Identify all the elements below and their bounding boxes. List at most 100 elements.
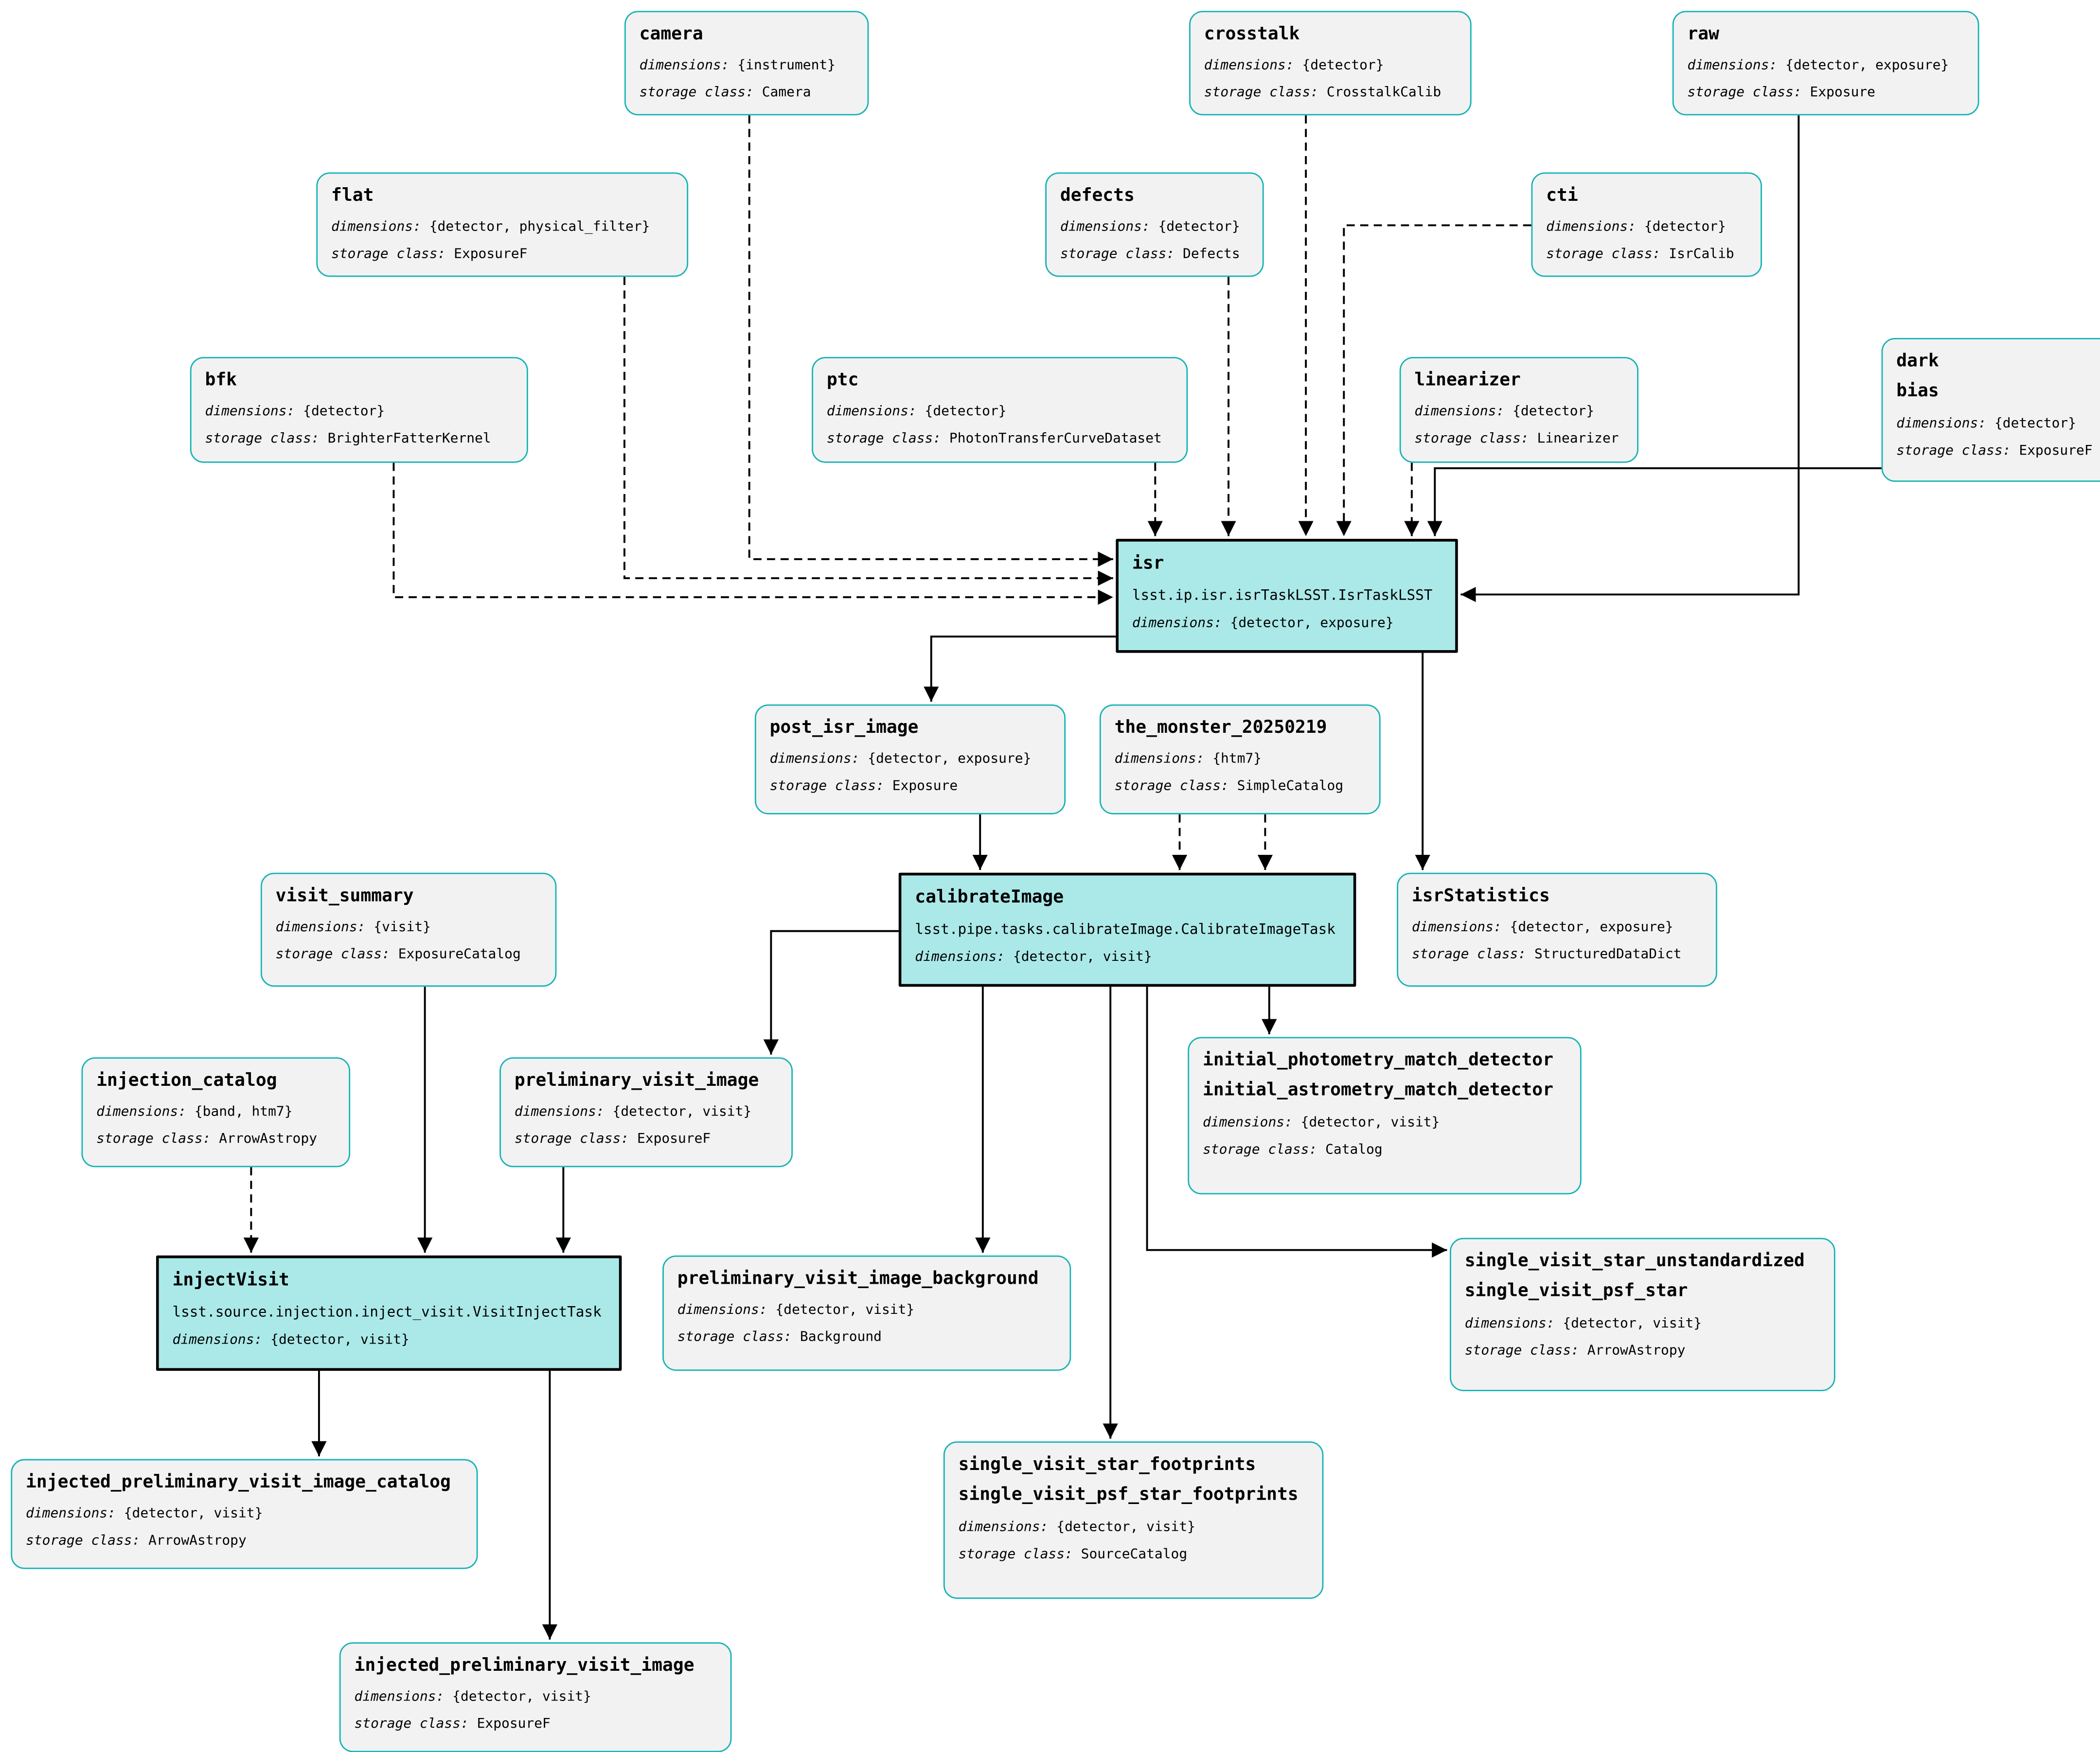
node-title: defects (1060, 186, 1135, 207)
edge-isr-to-post_isr_image (924, 636, 1116, 702)
field-label: storage class: (1896, 443, 2011, 459)
node-field: dimensions: {detector} (827, 405, 1173, 420)
node-field: dimensions: {detector, exposure} (1687, 59, 1964, 74)
edge-camera-to-isr (748, 115, 1113, 567)
field-value: Background (792, 1330, 882, 1345)
field-value: {detector} (1504, 405, 1595, 420)
field-label: dimensions: (677, 1303, 767, 1318)
node-title: the_monster_20250219 (1114, 718, 1327, 739)
field-label: storage class: (769, 779, 884, 795)
edge-dark_bias-to-isr (1427, 467, 1882, 536)
node-field: dimensions: {detector, visit} (515, 1105, 778, 1120)
field-label: dimensions: (639, 58, 730, 74)
field-value: ExposureF (445, 247, 528, 263)
field-value: {instrument} (729, 58, 836, 74)
field-value: ArrowAstropy (211, 1132, 317, 1148)
node-field: storage class: ExposureF (355, 1717, 717, 1733)
node-field: storage class: StructuredDataDict (1412, 948, 1702, 963)
field-label: dimensions: (1204, 58, 1294, 74)
node-title: isr (1132, 553, 1164, 574)
field-value: {detector, visit} (1292, 1115, 1440, 1130)
field-value: {detector, exposure} (1222, 616, 1394, 632)
field-label: storage class: (1546, 247, 1661, 263)
dataset-node-post_isr_image: post_isr_image dimensions: {detector, exp… (754, 704, 1066, 814)
node-field: dimensions: {detector, visit} (677, 1303, 1056, 1318)
task-class-path: lsst.ip.isr.isrTaskLSST.IsrTaskLSST (1132, 588, 1433, 604)
node-title: post_isr_image (769, 718, 919, 739)
node-field: storage class: SimpleCatalog (1115, 779, 1366, 795)
field-label: dimensions: (275, 920, 366, 936)
field-value: {detector, exposure} (859, 752, 1032, 767)
field-label: storage class: (354, 1717, 469, 1733)
task-class-path: lsst.pipe.tasks.calibrateImage.Calibrate… (915, 921, 1335, 938)
node-field: dimensions: {detector} (1414, 405, 1623, 420)
field-value: {detector, visit} (115, 1506, 263, 1522)
node-title: crosstalk (1204, 24, 1300, 45)
field-label: storage class: (275, 947, 390, 963)
node-field: dimensions: {detector, exposure} (1132, 617, 1442, 632)
node-title: raw (1687, 24, 1720, 45)
field-value: {detector, physical_filter} (421, 220, 650, 235)
node-title: camera (639, 24, 703, 45)
node-field: dimensions: {detector, exposure} (770, 752, 1051, 767)
task-node-isr: isr lsst.ip.isr.isrTaskLSST.IsrTaskLSST di… (1116, 539, 1458, 653)
field-label: dimensions: (769, 752, 860, 767)
field-label: dimensions: (1687, 58, 1778, 74)
field-label: dimensions: (1546, 220, 1637, 235)
node-field: storage class: Catalog (1203, 1142, 1566, 1157)
node-field: storage class: ExposureCatalog (276, 948, 542, 963)
node-field: dimensions: {detector, visit} (915, 951, 1340, 966)
node-field: dimensions: {detector, visit} (1465, 1316, 1820, 1331)
node-field: storage class: Camera (640, 86, 854, 101)
node-title: flat (331, 186, 374, 207)
node-title: injection_catalog (96, 1071, 277, 1092)
node-title: single_visit_star_footprints (958, 1455, 1256, 1476)
field-value: ArrowAstropy (140, 1534, 247, 1549)
node-title: calibrateImage (915, 887, 1064, 908)
node-title: dark (1896, 351, 1939, 372)
field-value: SourceCatalog (1072, 1546, 1188, 1562)
node-title: initial_photometry_match_detector (1203, 1050, 1553, 1071)
field-label: storage class: (1414, 432, 1529, 447)
field-value: {detector} (916, 405, 1007, 420)
field-value: CrosstalkCalib (1318, 86, 1442, 101)
node-field: storage class: PhotonTransferCurveDatase… (827, 432, 1173, 447)
node-field: storage class: ArrowAstropy (26, 1534, 463, 1549)
node-title: linearizer (1414, 370, 1521, 391)
dataset-node-crosstalk: crosstalk dimensions: {detector} storage c… (1189, 11, 1472, 116)
field-value: {detector} (295, 405, 385, 420)
node-field: dimensions: {htm7} (1115, 752, 1366, 767)
field-label: dimensions: (1114, 752, 1205, 767)
field-value: {detector, exposure} (1777, 58, 1949, 74)
field-value: {detector, visit} (604, 1105, 752, 1120)
node-title: injectVisit (172, 1270, 289, 1291)
node-field: dimensions: {instrument} (640, 59, 854, 74)
node-title: preliminary_visit_image_background (677, 1269, 1039, 1290)
node-title: bias (1896, 382, 1939, 402)
field-label: storage class: (514, 1132, 629, 1148)
task-class-path: lsst.source.injection.inject_visit.Visit… (172, 1305, 602, 1321)
field-label: storage class: (1204, 86, 1319, 101)
node-field: storage class: IsrCalib (1546, 248, 1747, 263)
node-field: storage class: ExposureF (331, 248, 673, 263)
node-field: storage class: ArrowAstropy (96, 1133, 335, 1148)
node-field: storage class: ExposureF (1896, 443, 2100, 458)
field-label: dimensions: (354, 1690, 445, 1705)
node-field: dimensions: {detector} (1204, 59, 1457, 74)
field-label: dimensions: (1411, 920, 1502, 936)
field-value: {detector} (1636, 220, 1726, 235)
field-label: dimensions: (172, 1333, 263, 1348)
field-value: ExposureF (468, 1717, 551, 1733)
field-label: storage class: (96, 1132, 211, 1148)
